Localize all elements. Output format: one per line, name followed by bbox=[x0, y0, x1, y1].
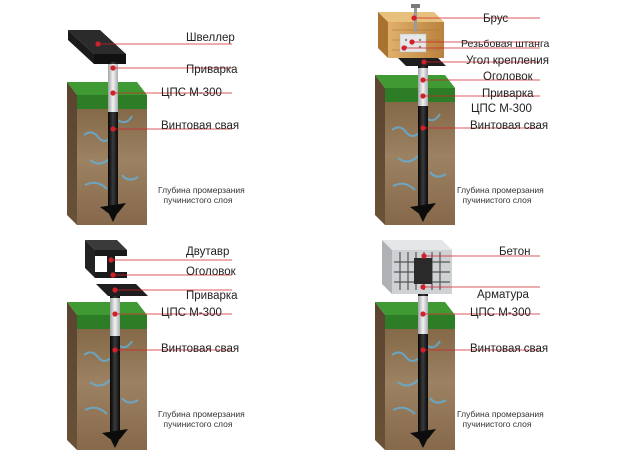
leader-lines bbox=[95, 15, 540, 353]
depth-note: Глубина промерзания пучинистого слоя bbox=[457, 409, 544, 429]
screw-pile bbox=[410, 66, 436, 222]
label-screw-pile: Винтовая свая bbox=[161, 343, 240, 355]
leader-pile-head-marker bbox=[421, 59, 427, 65]
leader-screw-pile-marker bbox=[112, 347, 118, 353]
label-pile-head: Оголовок bbox=[483, 71, 533, 83]
label-mounting-angle: Угол крепления bbox=[466, 55, 549, 67]
leader-threaded-rod-marker bbox=[409, 39, 415, 45]
label-ibeam: Двутавр bbox=[186, 246, 230, 258]
depth-note-line-2: пучинистого слоя bbox=[462, 419, 532, 429]
leader-cps-marker bbox=[112, 311, 118, 317]
leader-cps-marker bbox=[110, 90, 116, 96]
label-cps: ЦПС М-300 bbox=[470, 307, 531, 319]
leader-mounting-angle-marker bbox=[401, 45, 407, 51]
label-screw-pile: Винтовая свая bbox=[161, 120, 240, 132]
soil-block bbox=[375, 302, 455, 450]
label-beam: Брус bbox=[483, 13, 509, 25]
leader-ibeam-marker bbox=[108, 257, 114, 263]
leader-rebar-marker bbox=[420, 284, 426, 290]
label-weld: Приварка bbox=[186, 290, 238, 302]
i-beam bbox=[85, 240, 127, 278]
leader-cps-marker bbox=[420, 311, 426, 317]
leader-screw-pile-marker bbox=[420, 347, 426, 353]
label-cps: ЦПС М-300 bbox=[471, 103, 532, 115]
leader-screw-pile-marker bbox=[420, 125, 426, 131]
depth-note: Глубина промерзания пучинистого слоя bbox=[457, 185, 544, 205]
panel-beam bbox=[375, 4, 455, 225]
depth-note-line-1: Глубина промерзания bbox=[457, 185, 544, 195]
soil-block bbox=[375, 75, 455, 225]
panel-ibeam bbox=[67, 240, 148, 450]
depth-note-line-2: пучинистого слоя bbox=[163, 195, 233, 205]
soil-block bbox=[67, 82, 147, 225]
leader-weld-marker bbox=[112, 287, 118, 293]
leader-weld-marker bbox=[420, 77, 426, 83]
screw-pile bbox=[100, 62, 126, 222]
leader-screw-pile-marker bbox=[110, 126, 116, 132]
label-weld: Приварка bbox=[186, 64, 238, 76]
leader-channel-marker bbox=[95, 41, 101, 47]
soil-block bbox=[67, 302, 147, 450]
label-cps: ЦПС М-300 bbox=[161, 87, 222, 99]
label-cps: ЦПС М-300 bbox=[161, 307, 222, 319]
label-screw-pile: Винтовая свая bbox=[470, 120, 549, 132]
depth-note: Глубина промерзания пучинистого слоя bbox=[158, 409, 245, 429]
leader-concrete-marker bbox=[421, 253, 427, 259]
panel-channel bbox=[67, 30, 147, 225]
label-concrete: Бетон bbox=[499, 246, 531, 258]
concrete-block bbox=[382, 240, 452, 294]
depth-note-line-2: пучинистого слоя bbox=[462, 195, 532, 205]
depth-note-line-1: Глубина промерзания bbox=[158, 409, 245, 419]
label-weld: Приварка bbox=[482, 88, 534, 100]
leader-pile-head-marker bbox=[110, 272, 116, 278]
label-rebar: Арматура bbox=[477, 289, 529, 301]
label-channel: Швеллер bbox=[186, 32, 235, 44]
channel-beam bbox=[68, 30, 126, 64]
label-screw-pile: Винтовая свая bbox=[470, 343, 549, 355]
leader-cps-marker bbox=[420, 93, 426, 99]
label-threaded-rod: Резьбовая штанга bbox=[461, 38, 550, 50]
depth-note-line-1: Глубина промерзания bbox=[158, 185, 245, 195]
leader-beam-marker bbox=[411, 15, 417, 21]
label-pile-head: Оголовок bbox=[186, 266, 236, 278]
depth-note: Глубина промерзания пучинистого слоя bbox=[158, 185, 245, 205]
screw-pile bbox=[102, 296, 128, 448]
depth-note-line-1: Глубина промерзания bbox=[457, 409, 544, 419]
depth-note-line-2: пучинистого слоя bbox=[163, 419, 233, 429]
panel-concrete bbox=[375, 240, 455, 450]
leader-weld-marker bbox=[110, 65, 116, 71]
